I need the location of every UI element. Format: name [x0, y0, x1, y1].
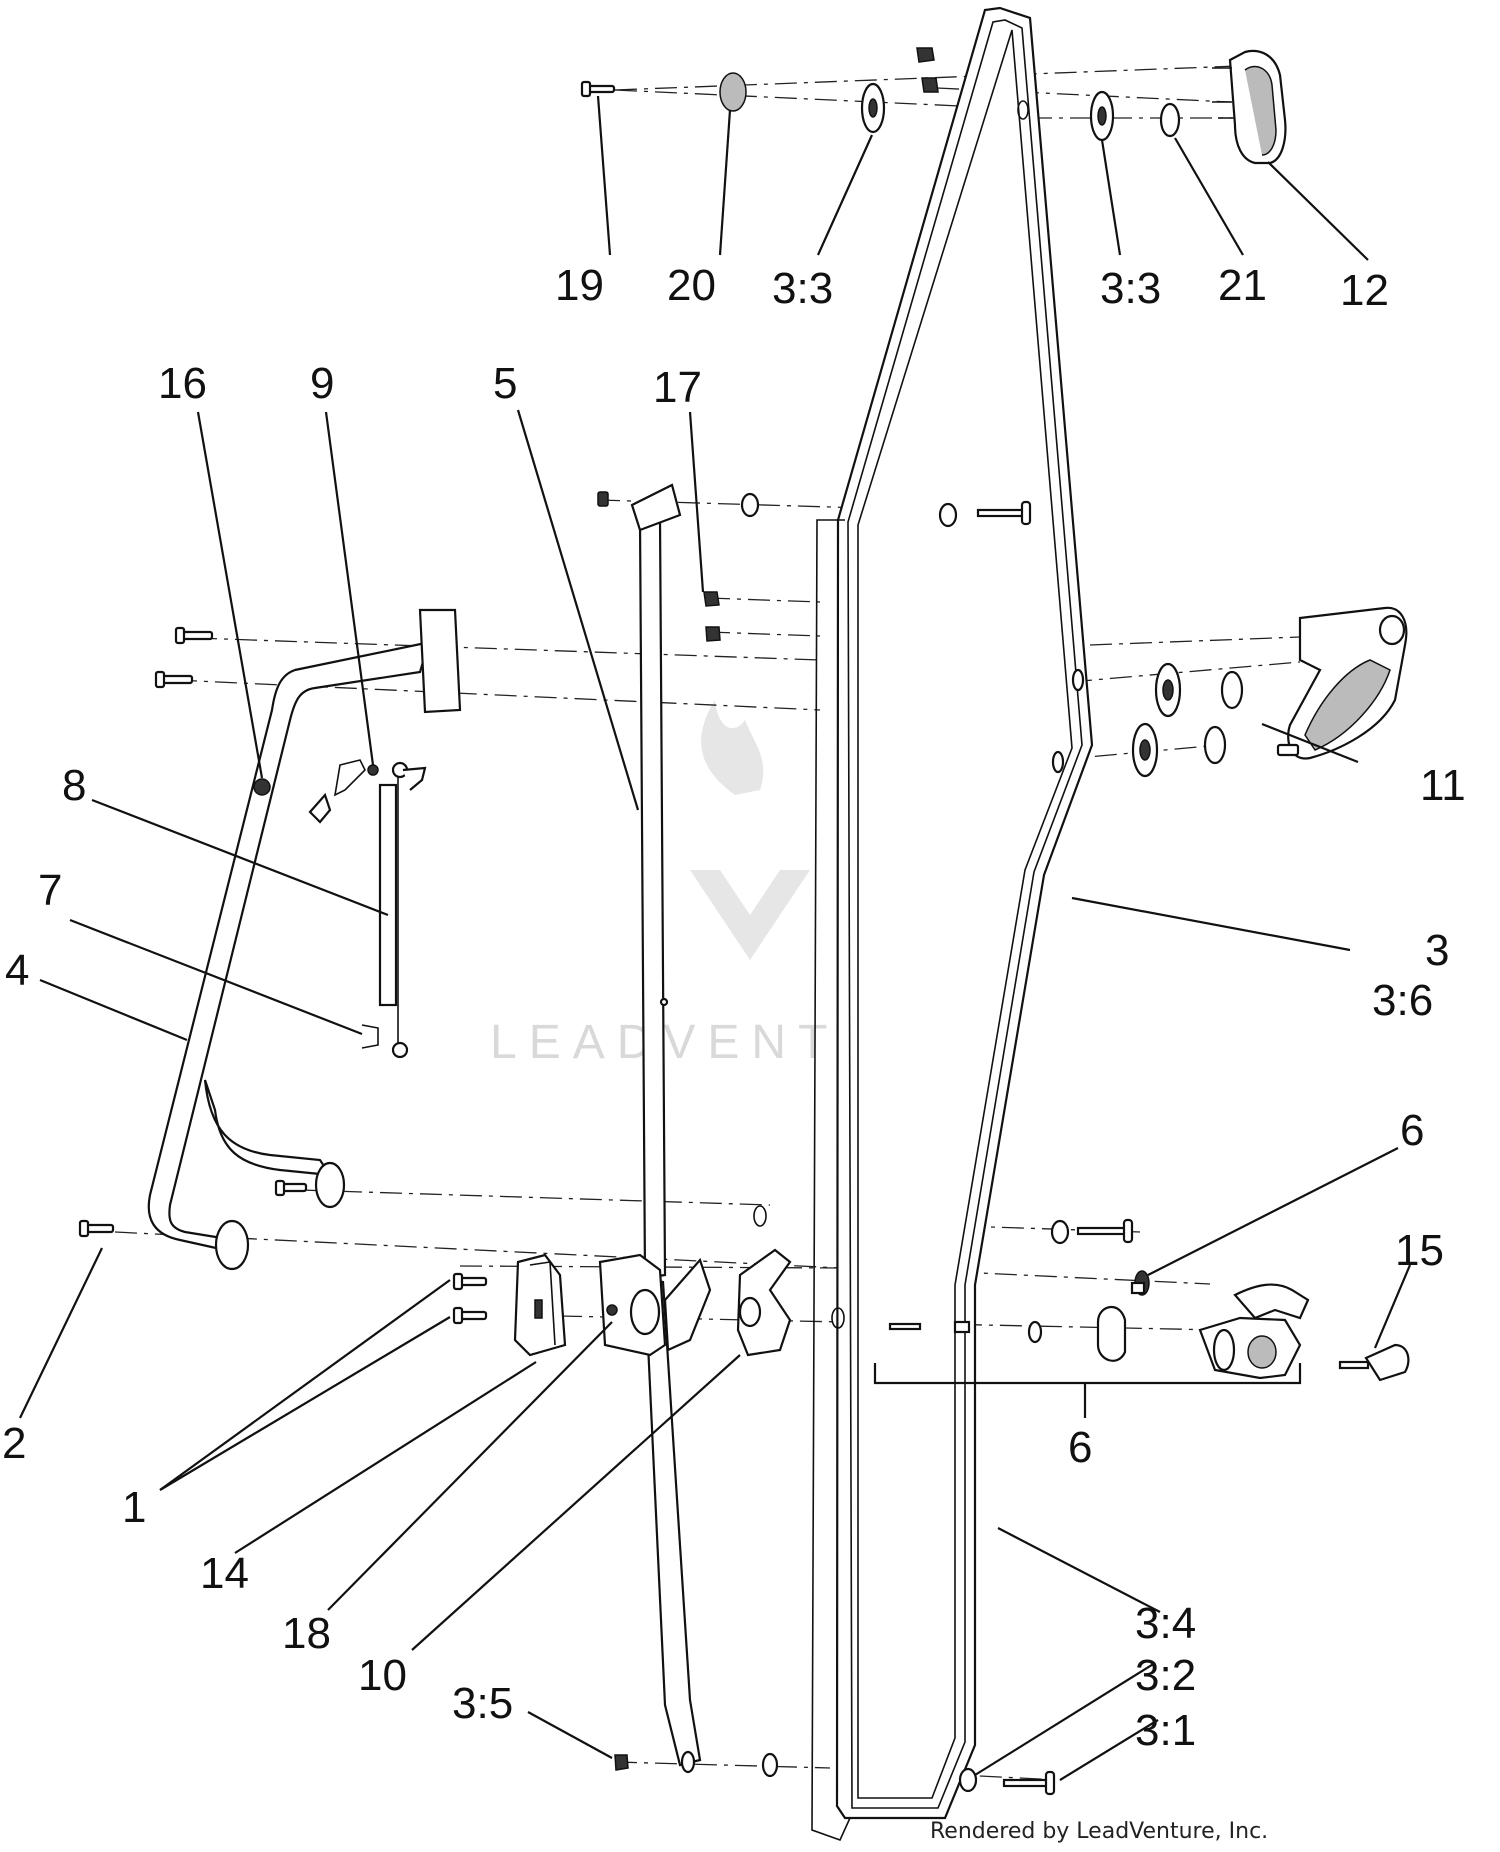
callout-4: 4 [5, 946, 29, 995]
callout-20: 20 [667, 261, 716, 310]
leader-lines [19, 95, 1412, 1781]
callout-3-3-right: 3:3 [1100, 264, 1161, 313]
callout-12: 12 [1340, 266, 1389, 315]
lower-latch-assembly [888, 1218, 1410, 1382]
callout-14: 14 [200, 1549, 249, 1598]
gas-strut [308, 759, 427, 1059]
top-hardware [580, 47, 1181, 142]
callout-3: 3 [1425, 926, 1449, 975]
alignment-lines [114, 65, 1301, 1781]
callout-10: 10 [358, 1651, 407, 1700]
callout-15: 15 [1395, 1226, 1444, 1275]
render-credit: Rendered by LeadVenture, Inc. [930, 1819, 1268, 1844]
callout-3-2: 3:2 [1135, 1651, 1196, 1700]
callout-3-1: 3:1 [1135, 1706, 1196, 1755]
callout-8: 8 [62, 761, 86, 810]
watermark-v-icon [690, 870, 810, 960]
callout-2: 2 [2, 1419, 26, 1468]
callout-3-4: 3:4 [1135, 1599, 1196, 1648]
nut-16 [253, 778, 271, 796]
callout-3-6: 3:6 [1372, 976, 1433, 1025]
middle-hardware [154, 491, 1032, 689]
callout-5: 5 [493, 359, 517, 408]
callout-6-bracket: 6 [1068, 1423, 1092, 1472]
callout-17: 17 [653, 363, 702, 412]
callout-11: 11 [1420, 761, 1466, 810]
callout-16: 16 [158, 359, 207, 408]
watermark-flame-icon [701, 700, 764, 795]
hinge-bar [630, 483, 702, 1767]
callout-3-3-left: 3:3 [772, 264, 833, 313]
callout-19: 19 [555, 261, 604, 310]
callout-18: 18 [282, 1609, 331, 1658]
bottom-hardware [614, 1750, 1056, 1796]
callout-6-top: 6 [1400, 1106, 1424, 1155]
side-frame [147, 608, 462, 1271]
middle-handle [1051, 606, 1408, 778]
callout-7: 7 [38, 866, 62, 915]
upper-handle [1212, 49, 1287, 165]
callout-3-5: 3:5 [452, 1679, 513, 1728]
callout-21: 21 [1218, 261, 1267, 310]
callout-1: 1 [122, 1483, 146, 1532]
callout-9: 9 [310, 359, 334, 408]
lower-hinge-hardware [78, 1179, 845, 1357]
window-panel [811, 6, 1094, 1842]
callout-labels: 19 20 3:3 3:3 21 12 16 9 5 17 11 8 7 4 3… [2, 261, 1466, 1755]
